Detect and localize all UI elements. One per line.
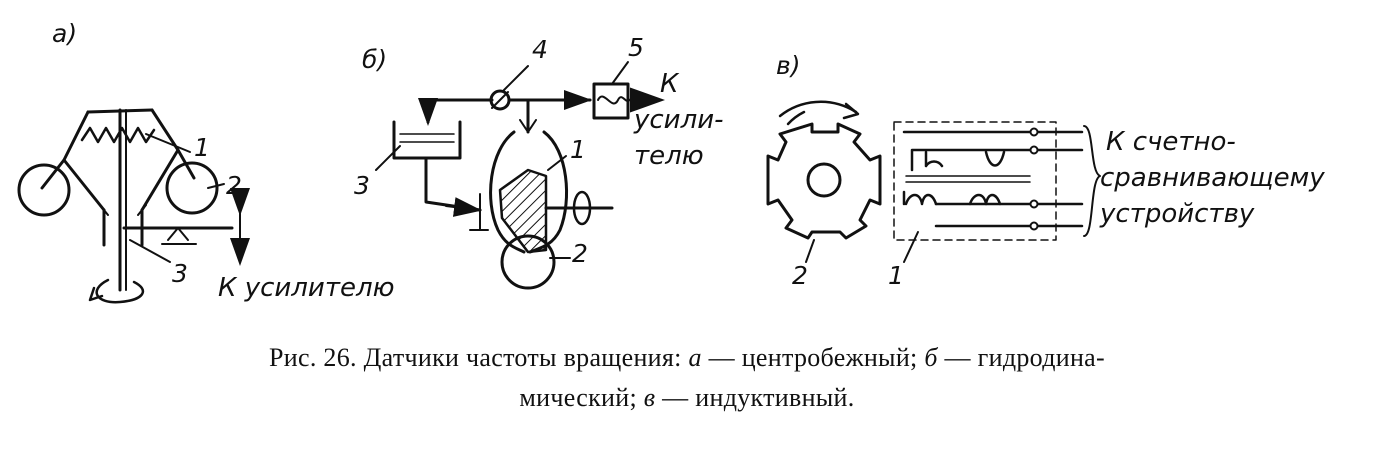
caption-line-1-part-3: — гидродина- xyxy=(937,343,1105,372)
panel-b-hydrodynamic: б) 3 4 xyxy=(354,33,723,290)
caption-line-1-part-2: — центробежный; xyxy=(701,343,925,372)
panel-b-label-5: 5 xyxy=(628,33,644,62)
panel-c-output-line-1: К счетно- xyxy=(1106,127,1236,157)
panel-b-output-line-1: К xyxy=(660,69,680,99)
caption-line-2: мический; в — индуктивный. xyxy=(0,383,1374,413)
panel-a-centrifugal: а) 1 2 3 К усилителю xyxy=(17,19,394,304)
panel-b-tag: б) xyxy=(362,45,387,74)
panel-c-label-1: 1 xyxy=(888,261,904,290)
panel-a-label-1: 1 xyxy=(194,133,210,162)
panel-c-label-2: 2 xyxy=(792,261,808,290)
panel-b-label-1: 1 xyxy=(570,135,586,164)
caption-letter-b: б xyxy=(924,343,938,372)
panel-c-output-line-3: устройству xyxy=(1099,199,1255,229)
caption-line-1-part-1: Рис. 26. Датчики частоты вращения: xyxy=(269,343,689,372)
panel-a-label-2: 2 xyxy=(226,171,242,200)
panel-b-label-4: 4 xyxy=(532,35,548,64)
panel-a-label-3: 3 xyxy=(172,259,188,288)
caption-letter-v: в xyxy=(643,383,656,412)
panel-a-output-label: К усилителю xyxy=(218,273,394,303)
panel-c-output-line-2: сравнивающему xyxy=(1100,163,1325,193)
caption-line-2-part-2: — индуктивный. xyxy=(655,383,855,412)
panel-b-output-line-3: телю xyxy=(634,141,704,171)
panel-b-label-3: 3 xyxy=(354,171,370,200)
panel-c-inductive: в) 2 1 К счетно- сравнивающему устр xyxy=(766,51,1325,290)
panel-c-tag: в) xyxy=(776,51,801,80)
panel-a-tag: а) xyxy=(52,19,77,48)
caption-letter-a: а xyxy=(688,343,702,372)
panel-b-output-line-2: усили- xyxy=(633,105,723,135)
caption-line-2-part-1: мический; xyxy=(519,383,644,412)
panel-b-label-2: 2 xyxy=(572,239,588,268)
caption-line-1: Рис. 26. Датчики частоты вращения: а — ц… xyxy=(0,343,1374,373)
